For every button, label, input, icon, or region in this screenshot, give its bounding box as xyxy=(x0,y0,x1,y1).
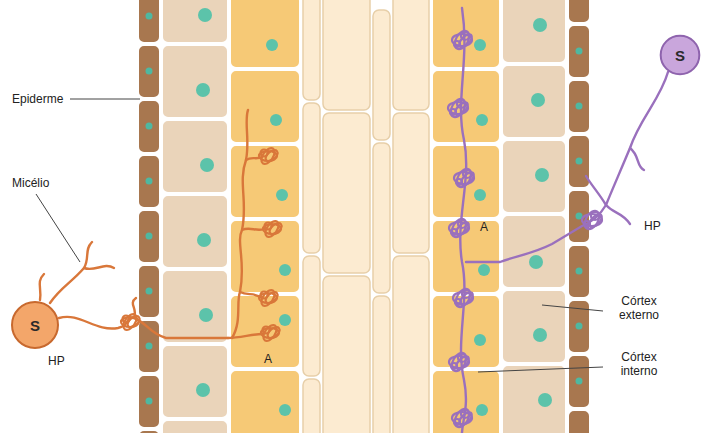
part-label: A xyxy=(264,352,272,366)
spore-circle: S xyxy=(10,300,60,350)
part-label: A xyxy=(480,220,488,234)
spore-letter: S xyxy=(675,48,685,63)
part-label: Epiderme xyxy=(12,92,63,106)
spore-letter: S xyxy=(30,318,40,333)
part-label: HP xyxy=(48,354,65,368)
spore-circle: S xyxy=(659,34,701,76)
part-label: HP xyxy=(644,219,661,233)
part-label: Córtex interno xyxy=(606,350,672,379)
part-label: Córtex externo xyxy=(606,294,672,323)
part-label: Micélio xyxy=(12,176,49,190)
